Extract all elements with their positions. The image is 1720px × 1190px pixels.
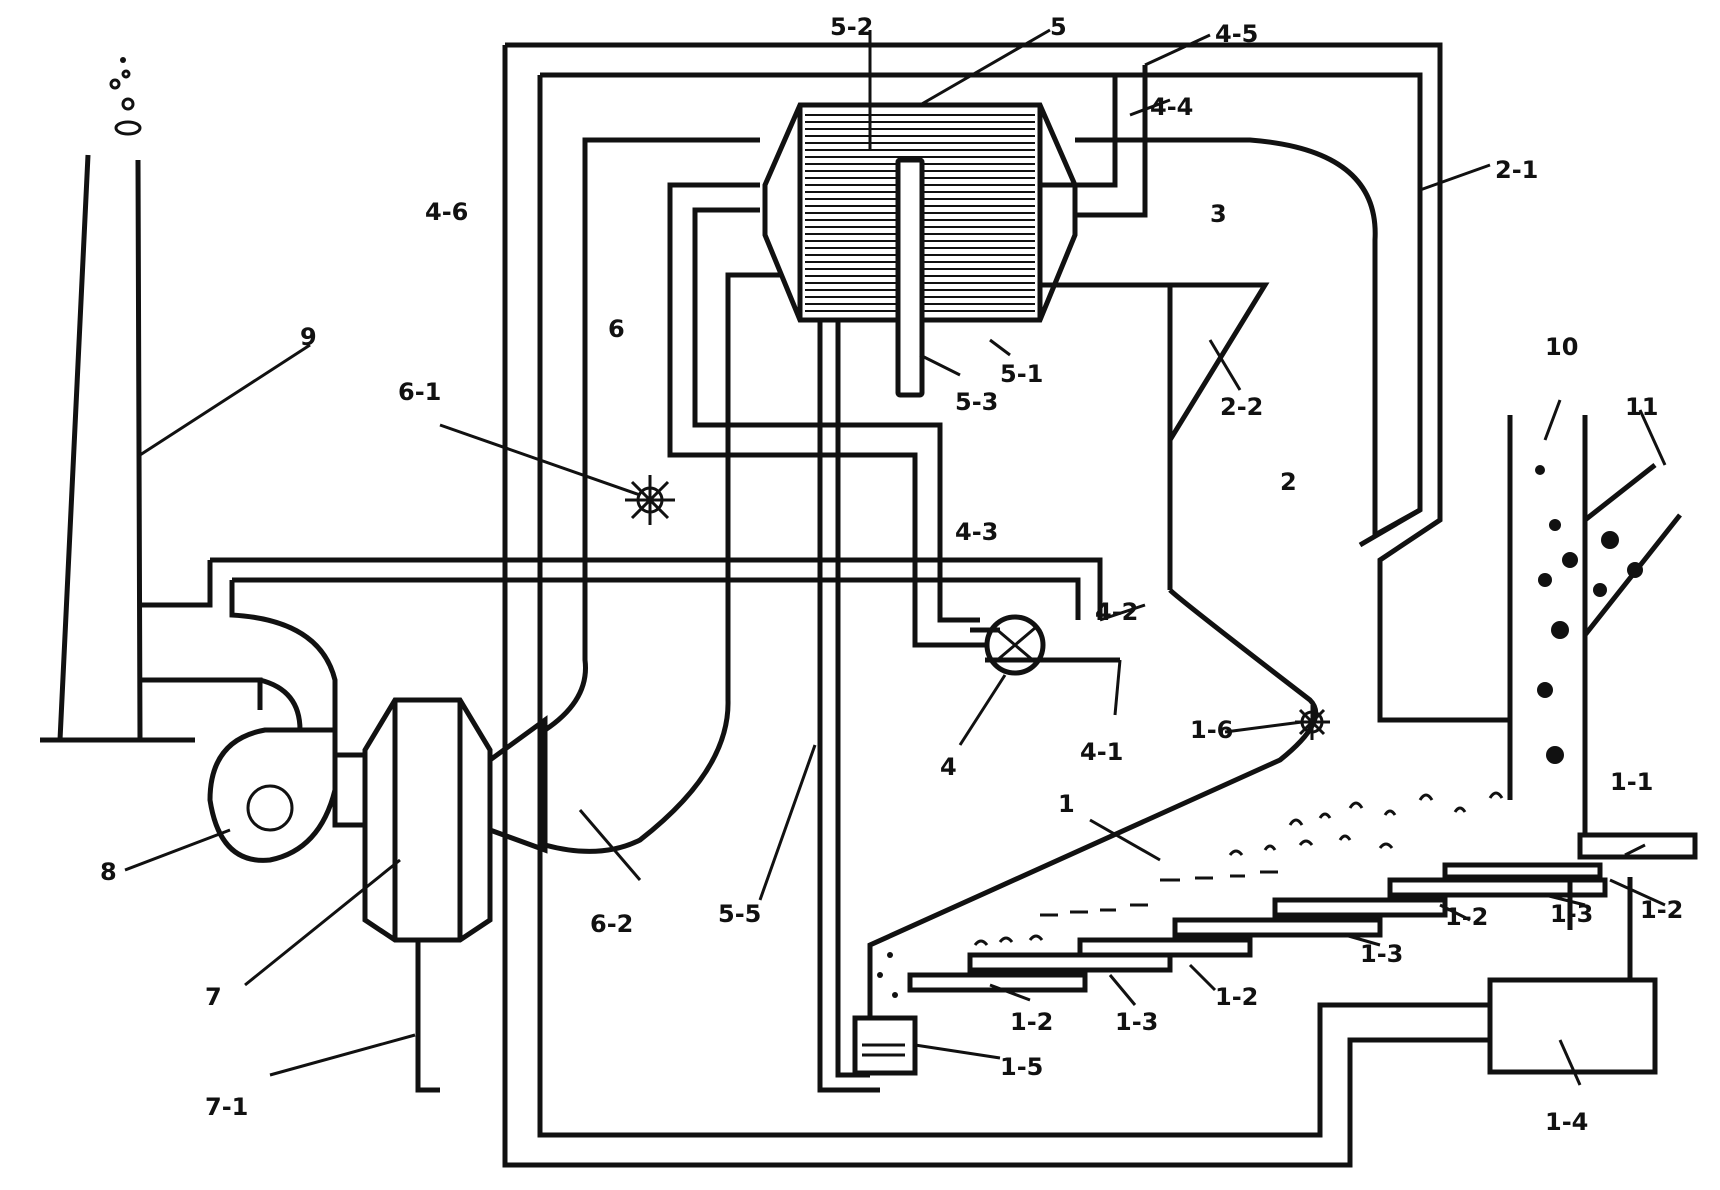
waste-material <box>877 791 1504 998</box>
leader-lines <box>124 28 1667 1086</box>
furnace <box>867 588 1319 1025</box>
heat-exchanger <box>762 102 1078 398</box>
label-1-2a: 1-2 <box>1640 896 1683 924</box>
label-10: 10 <box>1545 333 1578 361</box>
label-4-5: 4-5 <box>1215 20 1258 48</box>
label-5-2: 5-2 <box>830 13 873 41</box>
label-4-6: 4-6 <box>425 198 468 226</box>
ash-bin <box>1487 977 1658 1075</box>
label-6-2: 6-2 <box>590 910 633 938</box>
label-1-2b: 1-2 <box>1445 903 1488 931</box>
label-1: 1 <box>1058 790 1075 818</box>
label-1-3a: 1-3 <box>1550 900 1593 928</box>
label-1-5: 1-5 <box>1000 1053 1043 1081</box>
dust-collector <box>362 697 548 1093</box>
label-2-1: 2-1 <box>1495 156 1538 184</box>
label-2: 2 <box>1280 468 1297 496</box>
exhaust-duct <box>207 557 1103 770</box>
label-4: 4 <box>940 753 957 781</box>
label-5-5: 5-5 <box>718 900 761 928</box>
label-1-6: 1-6 <box>1190 716 1233 744</box>
label-7: 7 <box>205 983 222 1011</box>
grate <box>907 832 1698 993</box>
label-4-3: 4-3 <box>955 518 998 546</box>
label-1-2c: 1-2 <box>1215 983 1258 1011</box>
label-1-1: 1-1 <box>1610 768 1653 796</box>
duct-3 <box>1040 137 1422 590</box>
label-9: 9 <box>300 323 317 351</box>
label-1-3c: 1-3 <box>1115 1008 1158 1036</box>
labels: 9 4-6 6 6-1 8 7 7-1 6-2 5-5 5-2 5 4-5 4-… <box>100 13 1683 1136</box>
label-5-1: 5-1 <box>1000 360 1043 388</box>
duct-6-2 <box>543 137 780 854</box>
pipe-4-6 <box>502 42 1510 1168</box>
label-4-1: 4-1 <box>1080 738 1123 766</box>
pipe-4-3 <box>667 65 1148 648</box>
label-4-2: 4-2 <box>1095 598 1138 626</box>
label-2-2: 2-2 <box>1220 393 1263 421</box>
label-11: 11 <box>1625 393 1658 421</box>
label-1-2d: 1-2 <box>1010 1008 1053 1036</box>
label-1-4: 1-4 <box>1545 1108 1588 1136</box>
label-6: 6 <box>608 315 625 343</box>
label-4-4: 4-4 <box>1150 93 1193 121</box>
label-5-3: 5-3 <box>955 388 998 416</box>
unit-1-5 <box>852 1015 918 1076</box>
label-8: 8 <box>100 858 117 886</box>
feed-hopper <box>1507 415 1682 835</box>
label-5: 5 <box>1050 13 1067 41</box>
label-6-1: 6-1 <box>398 378 441 406</box>
feed-particles <box>1535 465 1643 764</box>
label-1-3b: 1-3 <box>1360 940 1403 968</box>
valve-6-1 <box>625 475 675 525</box>
label-3: 3 <box>1210 200 1227 228</box>
label-7-1: 7-1 <box>205 1093 248 1121</box>
fan <box>207 727 368 863</box>
pump <box>970 614 1120 676</box>
